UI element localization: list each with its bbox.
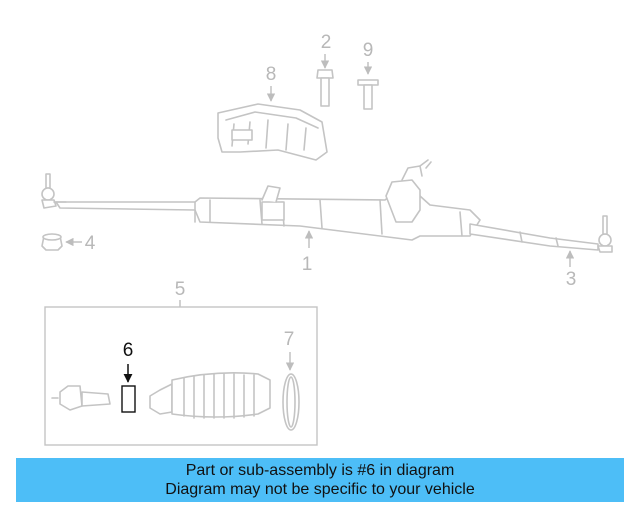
left-tie-rod-end (41, 173, 67, 209)
inner-tie-rod (51, 385, 111, 411)
banner-line-1: Part or sub-assembly is #6 in diagram (185, 462, 455, 479)
kit-box (44, 306, 318, 446)
stud-part-9[interactable]: 9 (357, 40, 379, 110)
tie-rod-part-3[interactable]: 3 (469, 215, 613, 290)
info-banner: Part or sub-assembly is #6 in diagram Di… (16, 458, 624, 502)
callout-3: 3 (566, 269, 577, 290)
callout-8: 8 (266, 64, 277, 85)
banner-line-2: Diagram may not be specific to your vehi… (165, 481, 475, 498)
callout-5: 5 (175, 279, 186, 300)
bellows-boot (149, 372, 271, 419)
bracket-part-8[interactable]: 8 (217, 64, 328, 161)
clamp-part-7[interactable]: 7 (282, 329, 300, 431)
callout-6: 6 (123, 340, 134, 361)
bolt-part-2[interactable]: 2 (316, 32, 334, 107)
clamp-part-6[interactable]: 6 (121, 340, 136, 413)
callout-9: 9 (363, 40, 374, 61)
callout-7: 7 (284, 329, 295, 350)
bushing-part-4[interactable]: 4 (41, 233, 96, 254)
steering-rack-part-1[interactable]: 1 (55, 159, 481, 275)
boot-kit-part-5[interactable]: 5 6 7 (44, 279, 318, 446)
callout-1: 1 (302, 254, 313, 275)
callout-4: 4 (85, 233, 96, 254)
callout-2: 2 (321, 32, 332, 53)
